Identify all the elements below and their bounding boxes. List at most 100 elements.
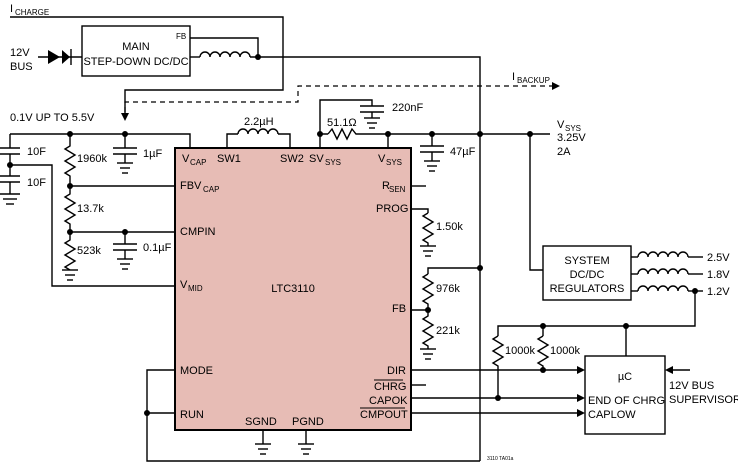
pin-fb: FB <box>392 303 406 315</box>
i-charge-arrow <box>121 113 129 121</box>
pin-prog: PROG <box>376 203 408 215</box>
pin-vsys: V SYS <box>378 153 402 167</box>
i-backup-label: I BACKUP <box>512 71 550 85</box>
pin-capok: CAPOK <box>369 395 408 407</box>
gnd-pgnd <box>298 430 314 455</box>
pin-cmpout: CMPOUT <box>360 409 408 421</box>
i-backup-arrow <box>552 82 560 90</box>
svsys-cap-wire <box>319 99 373 134</box>
node-fb-top <box>477 265 483 271</box>
res-1000k-left-label: 1000k <box>505 345 535 357</box>
uc-label: µC <box>618 371 632 383</box>
i-backup-path <box>124 85 555 112</box>
main-out-rail <box>250 56 481 430</box>
res-1000k-right <box>536 335 550 370</box>
pin-sw1: SW1 <box>217 153 241 165</box>
res-13-7k-label: 13.7k <box>77 203 104 215</box>
res-523k-label: 523k <box>77 245 101 257</box>
reg-input-wire <box>529 134 543 271</box>
node-main-vsys <box>477 131 483 137</box>
reg-out-2-5 <box>631 251 703 258</box>
svg-text:SYS: SYS <box>386 158 402 167</box>
gnd-sgnd <box>255 430 271 455</box>
svg-text:SYS: SYS <box>325 158 341 167</box>
gnd-fb <box>420 348 436 360</box>
res-13-7k <box>63 186 77 232</box>
main-inductor <box>199 51 251 58</box>
out-1-8-label: 1.8V <box>707 269 730 281</box>
pin-run: RUN <box>180 409 204 421</box>
res-221k <box>421 310 435 349</box>
main-dcdc-title: MAIN <box>122 41 150 53</box>
i-charge-boundary <box>10 16 284 118</box>
cap-10f-bottom: 10F <box>27 177 46 189</box>
vmid-wire <box>10 164 175 287</box>
cap-1u <box>113 134 137 174</box>
cap-47u <box>420 134 444 172</box>
sw1-wire <box>226 133 238 148</box>
fb-top-wire <box>427 267 480 274</box>
input-range-label: 0.1V UP TO 5.5V <box>10 112 95 124</box>
sw-inductor-label: 2.2µH <box>244 116 274 128</box>
pin-dir: DIR <box>387 365 406 377</box>
pin-sgnd: SGND <box>245 416 277 428</box>
main-dcdc-subtitle: STEP-DOWN DC/DC <box>83 56 188 68</box>
svg-text:V: V <box>182 153 190 165</box>
res-1-50k-label: 1.50k <box>436 221 463 233</box>
i-charge-label: I CHARGE <box>10 3 49 17</box>
ltc3110-ic <box>174 147 412 431</box>
main-dcdc-fb: FB <box>176 32 186 41</box>
capok-arrow <box>577 394 585 402</box>
bus-12v-label-2: BUS <box>10 61 33 73</box>
sw-inductor <box>237 128 279 135</box>
svg-text:R: R <box>382 180 390 192</box>
node-capok <box>495 395 501 401</box>
out-2-5-label: 2.5V <box>707 252 730 264</box>
gnd-prog <box>420 245 436 257</box>
figure-code: 3110 TA01a <box>487 456 514 462</box>
microcontroller-box <box>584 355 666 435</box>
cap-10f-top: 10F <box>27 146 46 158</box>
supervisor-line2: SUPERVISOR <box>669 394 738 406</box>
cap-0-1u-label: 0.1µF <box>143 242 172 254</box>
uc-end-label: END OF CHRG <box>588 395 665 407</box>
gnd-523k <box>62 269 78 281</box>
node-main-out <box>255 54 261 60</box>
res-51-1 <box>327 127 388 141</box>
dir-arrow <box>577 366 585 374</box>
cap-220n-label: 220nF <box>392 102 423 114</box>
svg-text:I: I <box>10 3 13 15</box>
svg-text:3.25V: 3.25V <box>557 132 586 144</box>
svg-text:CHARGE: CHARGE <box>15 8 49 17</box>
res-51-label: 51.1Ω <box>327 117 357 129</box>
svg-text:BACKUP: BACKUP <box>517 76 550 85</box>
res-1000k-right-label: 1000k <box>550 345 580 357</box>
cap-47u-label: 47µF <box>450 146 476 158</box>
node-vsys-pin <box>385 131 391 137</box>
node-dir <box>540 367 546 373</box>
sys-reg-line1: SYSTEM <box>564 255 609 267</box>
res-1000k-left <box>491 335 505 398</box>
pin-fbvcap: FBV CAP <box>180 180 219 194</box>
res-976k <box>421 273 435 310</box>
pin-mode: MODE <box>180 365 213 377</box>
res-976k-label: 976k <box>436 283 460 295</box>
res-523k <box>63 232 77 271</box>
svg-text:SYS: SYS <box>565 124 581 133</box>
uc-caplow-label: CAPLOW <box>588 409 636 421</box>
main-stepdown-box <box>81 25 191 77</box>
svg-text:2A: 2A <box>557 146 571 158</box>
svg-text:SV: SV <box>309 153 324 165</box>
svg-text:I: I <box>512 71 515 83</box>
res-1-50k <box>421 212 435 246</box>
pin-vcap: V CAP <box>182 153 206 167</box>
pin-cmpin: CMPIN <box>180 226 216 238</box>
res-221k-label: 221k <box>436 325 460 337</box>
res-1960k-label: 1960k <box>77 153 107 165</box>
prog-wire <box>411 208 429 213</box>
pin-rsen: R SEN <box>382 180 406 194</box>
pin-vmid: V MID <box>180 279 203 293</box>
bus-12v-label-1: 12V <box>10 47 30 59</box>
main-fb-wire <box>190 37 259 57</box>
